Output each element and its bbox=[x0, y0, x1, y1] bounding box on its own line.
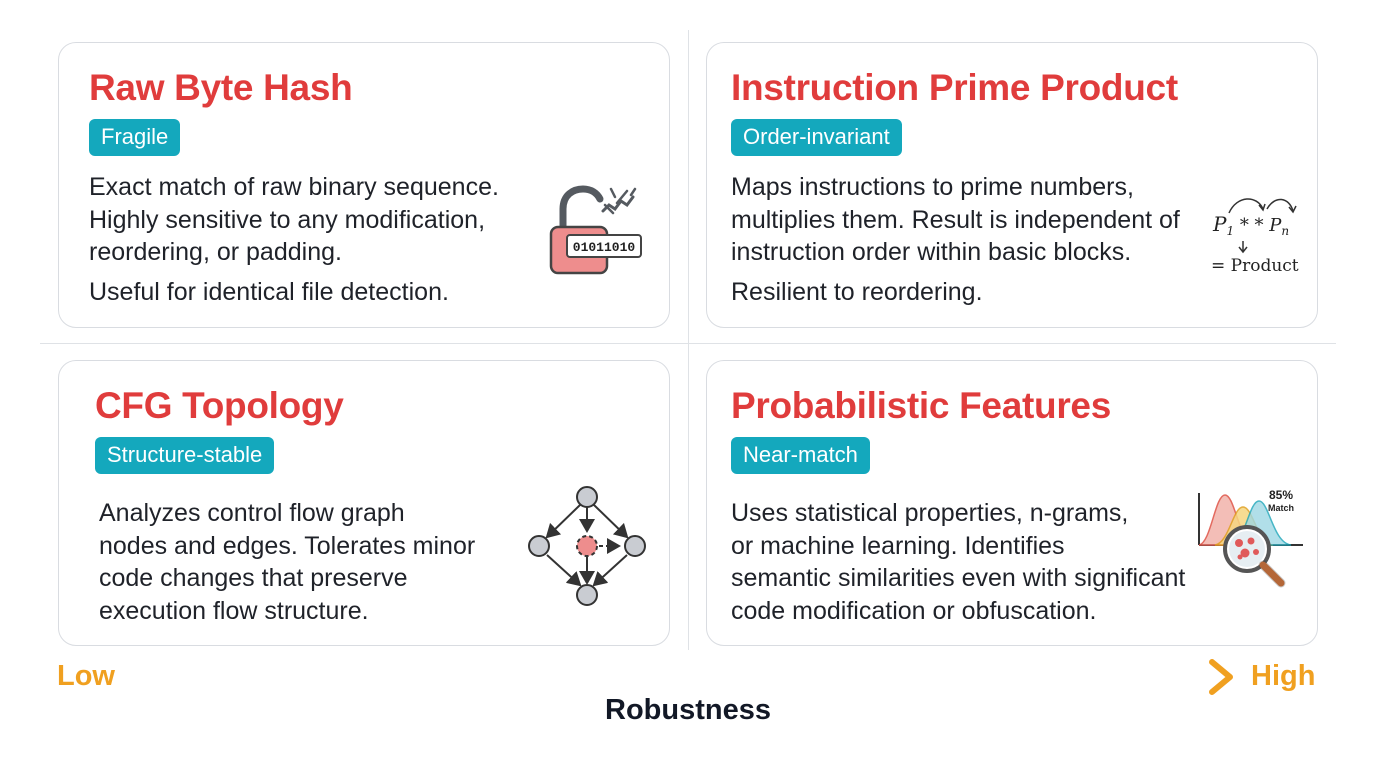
vertical-divider bbox=[688, 30, 689, 650]
axis-high-label: High bbox=[1251, 660, 1316, 692]
description-line: multiplies them. Result is independent o… bbox=[731, 205, 1180, 234]
match-label: Match bbox=[1268, 503, 1294, 513]
card-description: Uses statistical properties, n-grams, or… bbox=[731, 497, 1185, 627]
axis-low-label: Low bbox=[57, 660, 115, 692]
distribution-magnifier-icon: 85% Match bbox=[1198, 488, 1303, 588]
card-cfg-topology: CFG Topology Structure-stable Analyzes c… bbox=[58, 360, 670, 646]
match-percent: 85% bbox=[1269, 488, 1293, 502]
description-line: Highly sensitive to any modification, bbox=[89, 205, 486, 234]
horizontal-divider bbox=[40, 343, 1336, 344]
formula-term: P bbox=[1212, 212, 1227, 236]
broken-padlock-icon: 01011010 bbox=[549, 185, 642, 275]
robustness-arrow bbox=[133, 659, 1233, 695]
control-flow-graph-icon bbox=[528, 486, 646, 606]
description-line: Exact match of raw binary sequence. bbox=[89, 173, 499, 201]
robustness-badge: Near-match bbox=[731, 437, 870, 474]
description-line: execution flow structure. bbox=[99, 596, 369, 625]
card-title: Probabilistic Features bbox=[731, 385, 1111, 426]
description-line: code changes that preserve bbox=[99, 564, 408, 592]
svg-text:P1 * * Pn: P1 * * Pn bbox=[1212, 212, 1289, 238]
card-description: Maps instructions to prime numbers, mult… bbox=[731, 171, 1180, 308]
prime-product-formula-icon: P1 * * Pn = Product bbox=[1211, 198, 1299, 276]
card-probabilistic-features: Probabilistic Features Near-match Uses s… bbox=[706, 360, 1318, 646]
card-title: Instruction Prime Product bbox=[731, 67, 1178, 108]
formula-result: = Product bbox=[1211, 256, 1299, 276]
description-line: Maps instructions to prime numbers, bbox=[731, 173, 1134, 201]
robustness-badge: Structure-stable bbox=[95, 437, 275, 474]
description-line: Analyzes control flow graph bbox=[99, 499, 405, 527]
description-line: code modification or obfuscation. bbox=[731, 596, 1097, 625]
card-title: CFG Topology bbox=[95, 385, 344, 426]
robustness-badge: Order-invariant bbox=[731, 119, 902, 156]
card-description: Exact match of raw binary sequence. High… bbox=[89, 171, 499, 308]
axis-title: Robustness bbox=[605, 694, 771, 726]
formula-subscript: n bbox=[1281, 224, 1289, 238]
description-line: nodes and edges. Tolerates minor bbox=[99, 531, 476, 560]
description-line: instruction order within basic blocks. bbox=[731, 238, 1132, 266]
card-instruction-prime-product: Instruction Prime Product Order-invarian… bbox=[706, 42, 1318, 328]
card-raw-byte-hash: Raw Byte Hash Fragile Exact match of raw… bbox=[58, 42, 670, 328]
description-line: Useful for identical file detection. bbox=[89, 277, 449, 306]
description-line: reordering, or padding. bbox=[89, 238, 342, 266]
card-title: Raw Byte Hash bbox=[89, 67, 353, 108]
formula-term: * * P bbox=[1234, 215, 1282, 236]
binary-text: 01011010 bbox=[573, 240, 636, 255]
description-line: or machine learning. Identifies bbox=[731, 531, 1065, 560]
description-line: Resilient to reordering. bbox=[731, 277, 983, 306]
description-line: semantic similarities even with signific… bbox=[731, 564, 1186, 592]
card-description: Analyzes control flow graph nodes and ed… bbox=[99, 497, 475, 627]
description-line: Uses statistical properties, n-grams, bbox=[731, 499, 1129, 527]
robustness-badge: Fragile bbox=[89, 119, 181, 156]
formula-subscript: 1 bbox=[1226, 224, 1234, 238]
